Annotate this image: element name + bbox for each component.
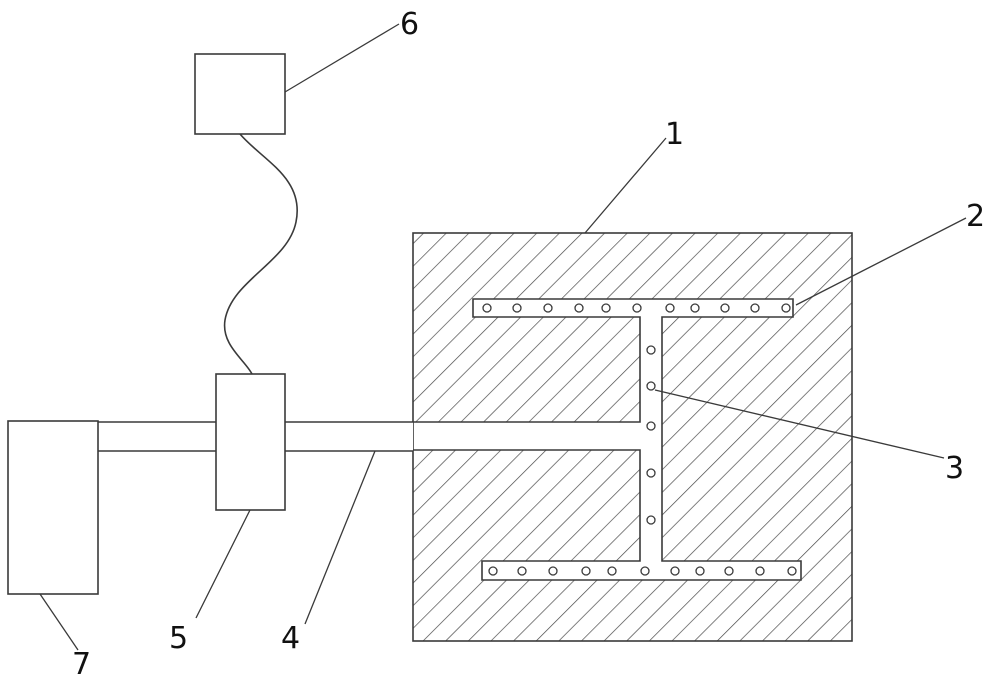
callout-5: 5: [169, 621, 188, 656]
hole: [543, 303, 553, 313]
hole: [646, 515, 656, 525]
hole: [482, 303, 492, 313]
signal-cable: [223, 133, 299, 375]
callout-2: 2: [966, 199, 985, 234]
callout-1: 1: [665, 117, 684, 152]
hole: [720, 303, 730, 313]
hole: [488, 566, 498, 576]
hole: [646, 468, 656, 478]
hole: [640, 566, 650, 576]
hole: [646, 381, 656, 391]
leader-7: [39, 593, 79, 651]
hole: [755, 566, 765, 576]
controller-box: [194, 53, 286, 135]
leader-6: [284, 23, 400, 93]
leader-1: [584, 137, 667, 234]
hole: [601, 303, 611, 313]
hole: [750, 303, 760, 313]
leader-4: [304, 450, 376, 625]
i-beam-cavity: [412, 298, 802, 581]
hole: [665, 303, 675, 313]
callout-6: 6: [400, 7, 419, 42]
hole: [574, 303, 584, 313]
top-flange-holes: [482, 303, 791, 313]
hole: [670, 566, 680, 576]
hole: [646, 421, 656, 431]
pump-box: [7, 420, 99, 595]
hole: [632, 303, 642, 313]
callout-3: 3: [945, 451, 964, 486]
valve-box: [215, 373, 286, 511]
hole: [581, 566, 591, 576]
hole: [781, 303, 791, 313]
hole: [690, 303, 700, 313]
hole: [607, 566, 617, 576]
leader-5: [195, 509, 251, 619]
hole: [787, 566, 797, 576]
hole: [517, 566, 527, 576]
callout-7: 7: [72, 647, 91, 679]
hole: [512, 303, 522, 313]
leader-2: [795, 217, 967, 306]
bottom-flange-holes: [488, 566, 797, 576]
hole: [724, 566, 734, 576]
hole: [548, 566, 558, 576]
callout-4: 4: [281, 621, 300, 656]
leader-3: [654, 389, 945, 459]
hole: [695, 566, 705, 576]
hole: [646, 345, 656, 355]
web-holes: [646, 345, 656, 525]
